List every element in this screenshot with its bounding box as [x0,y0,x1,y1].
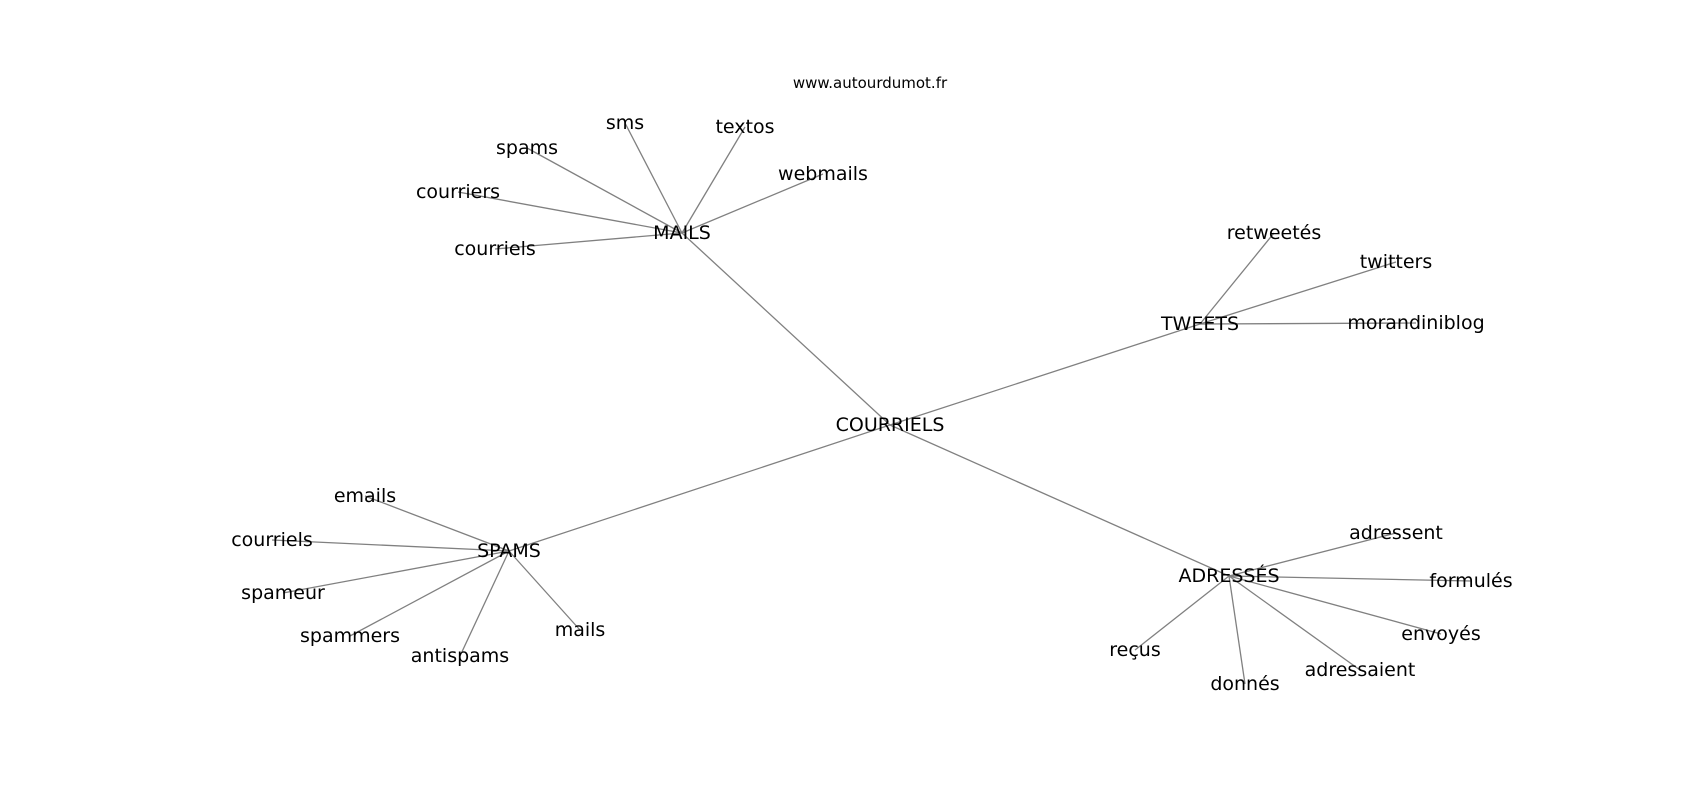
leaf-edge [1228,575,1246,685]
leaf-node-label: spammers [300,625,400,647]
leaf-node-label: adressent [1349,522,1443,544]
root-edge [508,424,891,552]
root-edge [889,424,1230,577]
leaf-node-label: donnés [1210,673,1279,695]
leaf-node-label: courriels [454,238,536,260]
leaf-node-label: envoyés [1401,623,1480,645]
leaf-edge [508,550,581,631]
leaf-edge [282,550,510,594]
leaf-edge [459,550,510,657]
leaf-edge [681,173,824,234]
root-edge [889,323,1201,426]
leaf-node-label: reçus [1109,639,1160,661]
graph-labels: www.autourdumot.fr COURRIELS MAILS sms text… [231,74,1512,695]
leaf-node-label: mails [555,619,606,641]
root-node-label: COURRIELS [836,414,945,436]
leaf-node-label: spams [496,137,558,159]
leaf-edge [349,550,510,637]
leaf-edge [1199,322,1417,325]
hub-node-label: MAILS [653,222,711,244]
leaf-edge [526,147,683,234]
leaf-edge [1228,575,1472,582]
leaf-node-label: webmails [778,163,868,185]
leaf-edge [1199,261,1397,325]
leaf-edge [1134,575,1230,651]
hub-node-label: ADRESSÉS [1178,564,1279,587]
graph-edges [271,122,1472,685]
leaf-edge [681,126,746,234]
leaf-edge [1228,575,1442,635]
leaf-edge [1228,575,1361,671]
leaf-node-label: textos [715,116,774,138]
leaf-edge [1199,232,1275,325]
leaf-node-label: retweetés [1227,222,1322,244]
root-edge [681,232,891,426]
leaf-edge [1228,532,1397,577]
leaf-node-label: spameur [241,582,325,604]
hub-node-label: SPAMS [477,540,541,562]
leaf-node-label: sms [606,112,644,134]
leaf-edge [457,191,683,234]
leaf-edge [624,122,683,234]
leaf-node-label: emails [334,485,396,507]
leaf-edge [364,495,510,552]
leaf-node-label: formulés [1429,570,1512,592]
leaf-edge [271,539,510,552]
leaf-node-label: adressaient [1305,659,1416,681]
leaf-node-label: twitters [1360,251,1433,273]
leaf-node-label: morandiniblog [1347,312,1484,334]
leaf-node-label: antispams [411,645,509,667]
leaf-edge [494,232,683,250]
leaf-node-label: courriers [416,181,500,203]
source-site-label: www.autourdumot.fr [793,74,948,92]
leaf-node-label: courriels [231,529,313,551]
hub-node-label: TWEETS [1160,313,1239,335]
